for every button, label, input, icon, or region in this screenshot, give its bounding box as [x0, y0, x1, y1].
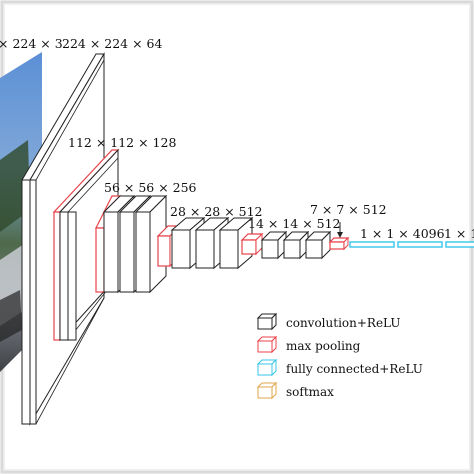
fc1-layer — [349, 241, 395, 248]
label-conv1: 224 × 224 × 64 — [62, 36, 163, 51]
legend: convolution+ReLU max pooling fully conne… — [256, 312, 423, 400]
fc2-layer — [397, 241, 443, 248]
label-fc2: 1 × 1 — [444, 226, 474, 241]
label-conv2: 112 × 112 × 128 — [68, 135, 176, 150]
conv5-block — [240, 230, 332, 260]
legend-pool: max pooling — [256, 335, 361, 354]
label-conv4: 28 × 28 × 512 — [170, 204, 263, 219]
pool5-block — [328, 222, 350, 251]
label-fc1: 1 × 1 × 4096 — [360, 226, 445, 241]
legend-pool-label: max pooling — [286, 339, 361, 353]
label-conv5: 14 × 14 × 512 — [248, 216, 341, 231]
conv3-block — [95, 194, 168, 294]
label-pool5: 7 × 7 × 512 — [310, 202, 387, 217]
label-input: × 224 × 3 — [0, 36, 63, 51]
conv4-block — [156, 216, 254, 270]
legend-conv-label: convolution+ReLU — [286, 316, 400, 330]
legend-conv: convolution+ReLU — [256, 312, 400, 331]
label-conv3: 56 × 56 × 256 — [104, 180, 197, 195]
pool5-arrowhead — [337, 232, 343, 238]
fc3-layer — [445, 241, 474, 248]
legend-softmax: softmax — [256, 381, 334, 400]
fc-layers — [349, 241, 474, 248]
legend-fc-label: fully connected+ReLU — [286, 362, 423, 376]
conv2-block — [52, 148, 120, 342]
legend-softmax-label: softmax — [286, 385, 334, 399]
legend-fc: fully connected+ReLU — [256, 358, 423, 377]
